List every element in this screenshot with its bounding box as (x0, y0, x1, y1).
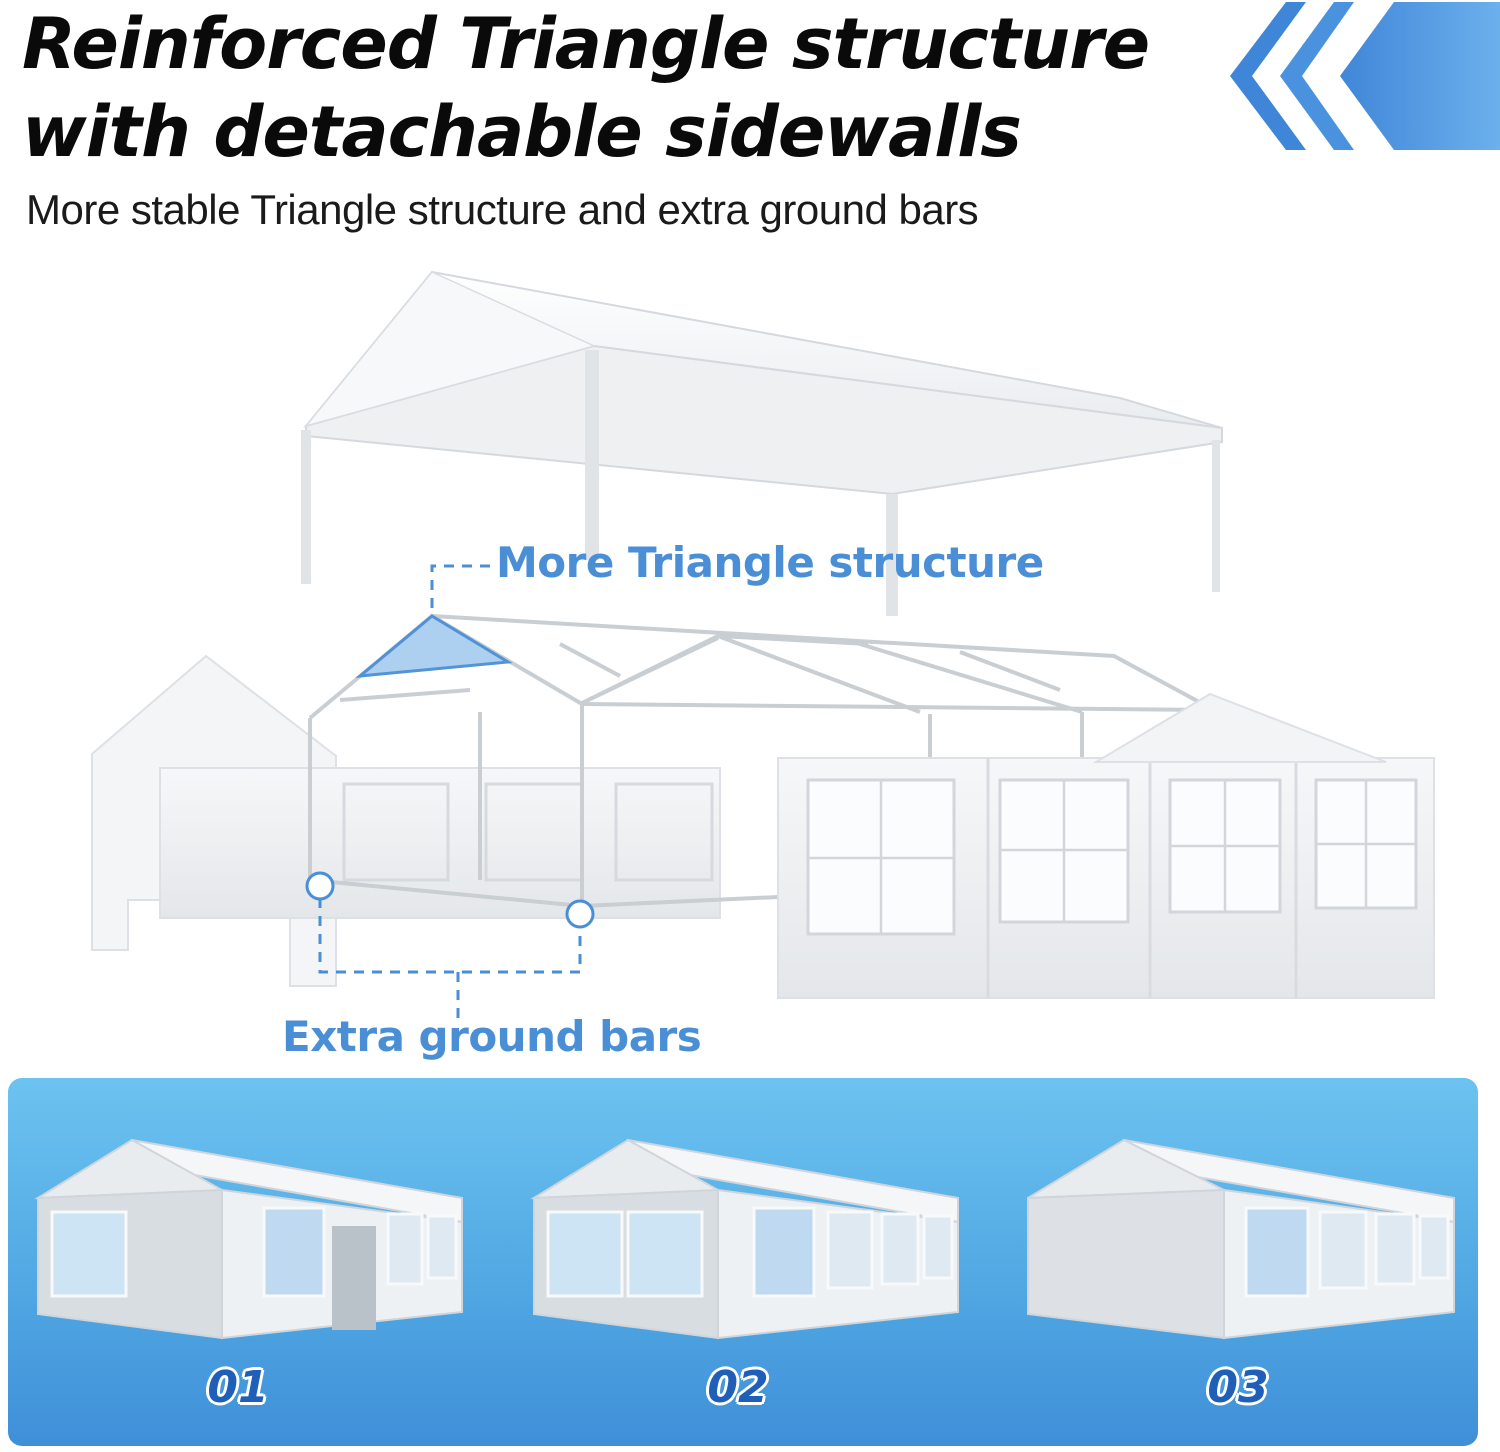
back-sidewall (159, 767, 721, 919)
configuration-3-label: 03 (1207, 1362, 1269, 1413)
configurations-panel (8, 1078, 1478, 1446)
triangle-leader-line (430, 564, 490, 612)
chevron-left-decoration-icon (1230, 2, 1500, 150)
headline: Reinforced Triangle structure with detac… (22, 0, 1150, 176)
front-sidewall (777, 757, 1435, 999)
triangle-callout-label: More Triangle structure (496, 538, 1044, 587)
highlighted-triangle (355, 614, 513, 678)
configuration-2-label: 02 (707, 1362, 769, 1413)
headline-line-2: with detachable sidewalls (22, 91, 1022, 173)
canopy-roof (301, 270, 1223, 616)
configuration-3-illustration (1027, 1138, 1455, 1340)
right-end-gable (1092, 692, 1387, 763)
tent-illustration (91, 270, 1435, 1018)
ground-bar-leader-line (318, 898, 582, 1018)
configuration-1-label: 01 (207, 1362, 269, 1413)
ground-bar-marker-left (305, 871, 335, 901)
ground-bar-marker-right (565, 899, 595, 929)
configuration-1-illustration (34, 1138, 463, 1340)
subtitle: More stable Triangle structure and extra… (26, 186, 979, 233)
ground-bars-callout-label: Extra ground bars (282, 1012, 702, 1061)
headline-line-1: Reinforced Triangle structure (22, 3, 1150, 85)
configuration-2-illustration (530, 1138, 959, 1340)
